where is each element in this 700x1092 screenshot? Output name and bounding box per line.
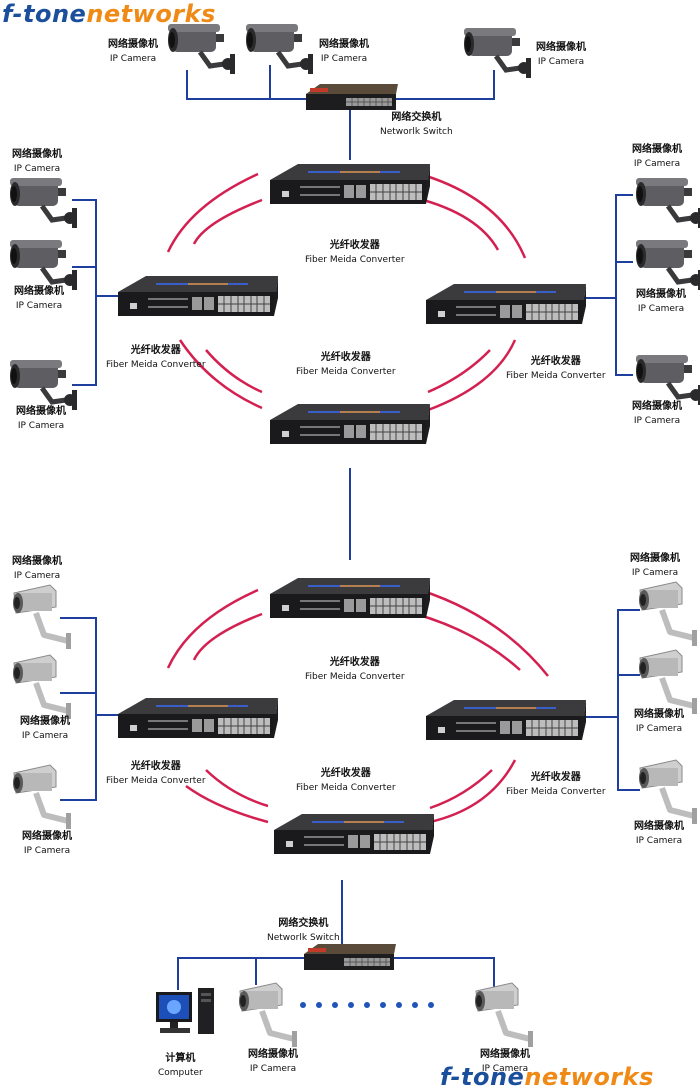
- top-camera-2-icon: [246, 24, 313, 74]
- brand-logo-part-1: f-tone: [2, 0, 87, 28]
- ring-2-right-camera-3-icon: [639, 760, 697, 824]
- top-camera-3-icon: [464, 28, 531, 78]
- ring-1-left-camera-2-icon: [10, 240, 77, 290]
- more-cameras-ellipsis: [300, 1002, 434, 1008]
- ellipsis-dot: [364, 1002, 370, 1008]
- ring-1-left-camera-3-icon: [10, 360, 77, 410]
- ellipsis-dot: [380, 1002, 386, 1008]
- ring-1-right-converter-icon: [425, 283, 587, 325]
- ellipsis-dot: [332, 1002, 338, 1008]
- ring-1-right-camera-wiring: [582, 194, 633, 376]
- ring-1-left-camera-1-icon: [10, 178, 77, 228]
- ring-2-top-converter-icon: [269, 577, 431, 619]
- ring-2-left-camera-3-icon: [13, 765, 71, 829]
- ring-1-left-camera-wiring: [72, 199, 118, 386]
- brand-logo-top: f-tonenetworks: [2, 0, 216, 28]
- brand-logo-part-1: f-tone: [440, 1063, 525, 1091]
- ring-1-bottom-converter-icon: [269, 403, 431, 445]
- ellipsis-dot: [396, 1002, 402, 1008]
- ring-1-right-camera-2-icon: [636, 240, 700, 290]
- ring-2-right-camera-2-icon: [639, 650, 697, 714]
- ellipsis-dot: [348, 1002, 354, 1008]
- brand-logo-bottom: f-tonenetworks: [440, 1063, 654, 1091]
- top-camera-1-icon: [168, 24, 235, 74]
- bottom-camera-2-icon: [475, 983, 533, 1047]
- ring-2-bottom-converter-icon: [273, 813, 435, 855]
- ellipsis-dot: [316, 1002, 322, 1008]
- brand-logo-part-2: networks: [86, 0, 216, 28]
- top-network-switch-icon: [305, 83, 399, 111]
- ring-2-left-converter-icon: [117, 697, 279, 739]
- ring-1-right-camera-3-icon: [636, 355, 700, 405]
- ring-2-fiber-links: [166, 588, 549, 824]
- ring-2-right-converter-icon: [425, 699, 587, 741]
- bottom-camera-1-icon: [239, 983, 297, 1047]
- ring-1-left-converter-icon: [117, 275, 279, 317]
- ring-2-right-camera-1-icon: [639, 582, 697, 646]
- ring-2-right-camera-wiring: [584, 609, 640, 791]
- ring-1-fiber-links: [166, 172, 527, 412]
- bottom-network-switch-icon: [303, 943, 397, 971]
- ellipsis-dot: [300, 1002, 306, 1008]
- brand-logo-part-2: networks: [524, 1063, 654, 1091]
- ellipsis-dot: [428, 1002, 434, 1008]
- computer-icon: [156, 988, 214, 1034]
- ring-1-right-camera-1-icon: [636, 178, 700, 228]
- ellipsis-dot: [412, 1002, 418, 1008]
- ring-2-left-camera-wiring: [60, 617, 118, 801]
- ring-1-top-converter-icon: [269, 163, 431, 205]
- ring-2-left-camera-2-icon: [13, 655, 71, 719]
